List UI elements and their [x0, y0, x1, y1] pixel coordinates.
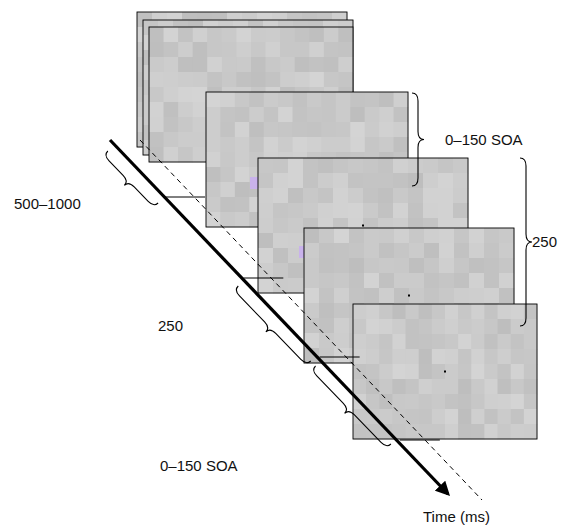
- duration-label: 250: [158, 318, 183, 335]
- braces: [99, 93, 532, 452]
- stimulus-frame: [137, 12, 347, 147]
- tick-marks: [165, 197, 440, 440]
- duration-label: 250: [532, 234, 557, 251]
- dashed-guide: [140, 140, 482, 500]
- fixation-dot: [362, 225, 364, 227]
- stimulus-frame: [206, 92, 408, 227]
- stimulus-frame: [258, 158, 468, 293]
- axis-label: Time (ms): [423, 509, 490, 526]
- stimulus-frame: [353, 304, 537, 439]
- stimulus-frames: [137, 12, 537, 439]
- duration-label: 0–150 SOA: [445, 132, 523, 149]
- stimulus-frame: [304, 228, 514, 363]
- duration-label: 500–1000: [14, 196, 81, 213]
- fixation-dot: [444, 371, 446, 373]
- duration-label: 0–150 SOA: [160, 458, 238, 475]
- brace: [412, 93, 424, 186]
- brace: [520, 158, 532, 326]
- brace: [230, 286, 311, 369]
- brace: [99, 151, 158, 211]
- stimulus-frame: [143, 20, 353, 155]
- stimulus-frame: [149, 27, 353, 162]
- time-arrow: [110, 140, 448, 494]
- fixation-dot: [408, 295, 410, 297]
- brace: [307, 366, 391, 452]
